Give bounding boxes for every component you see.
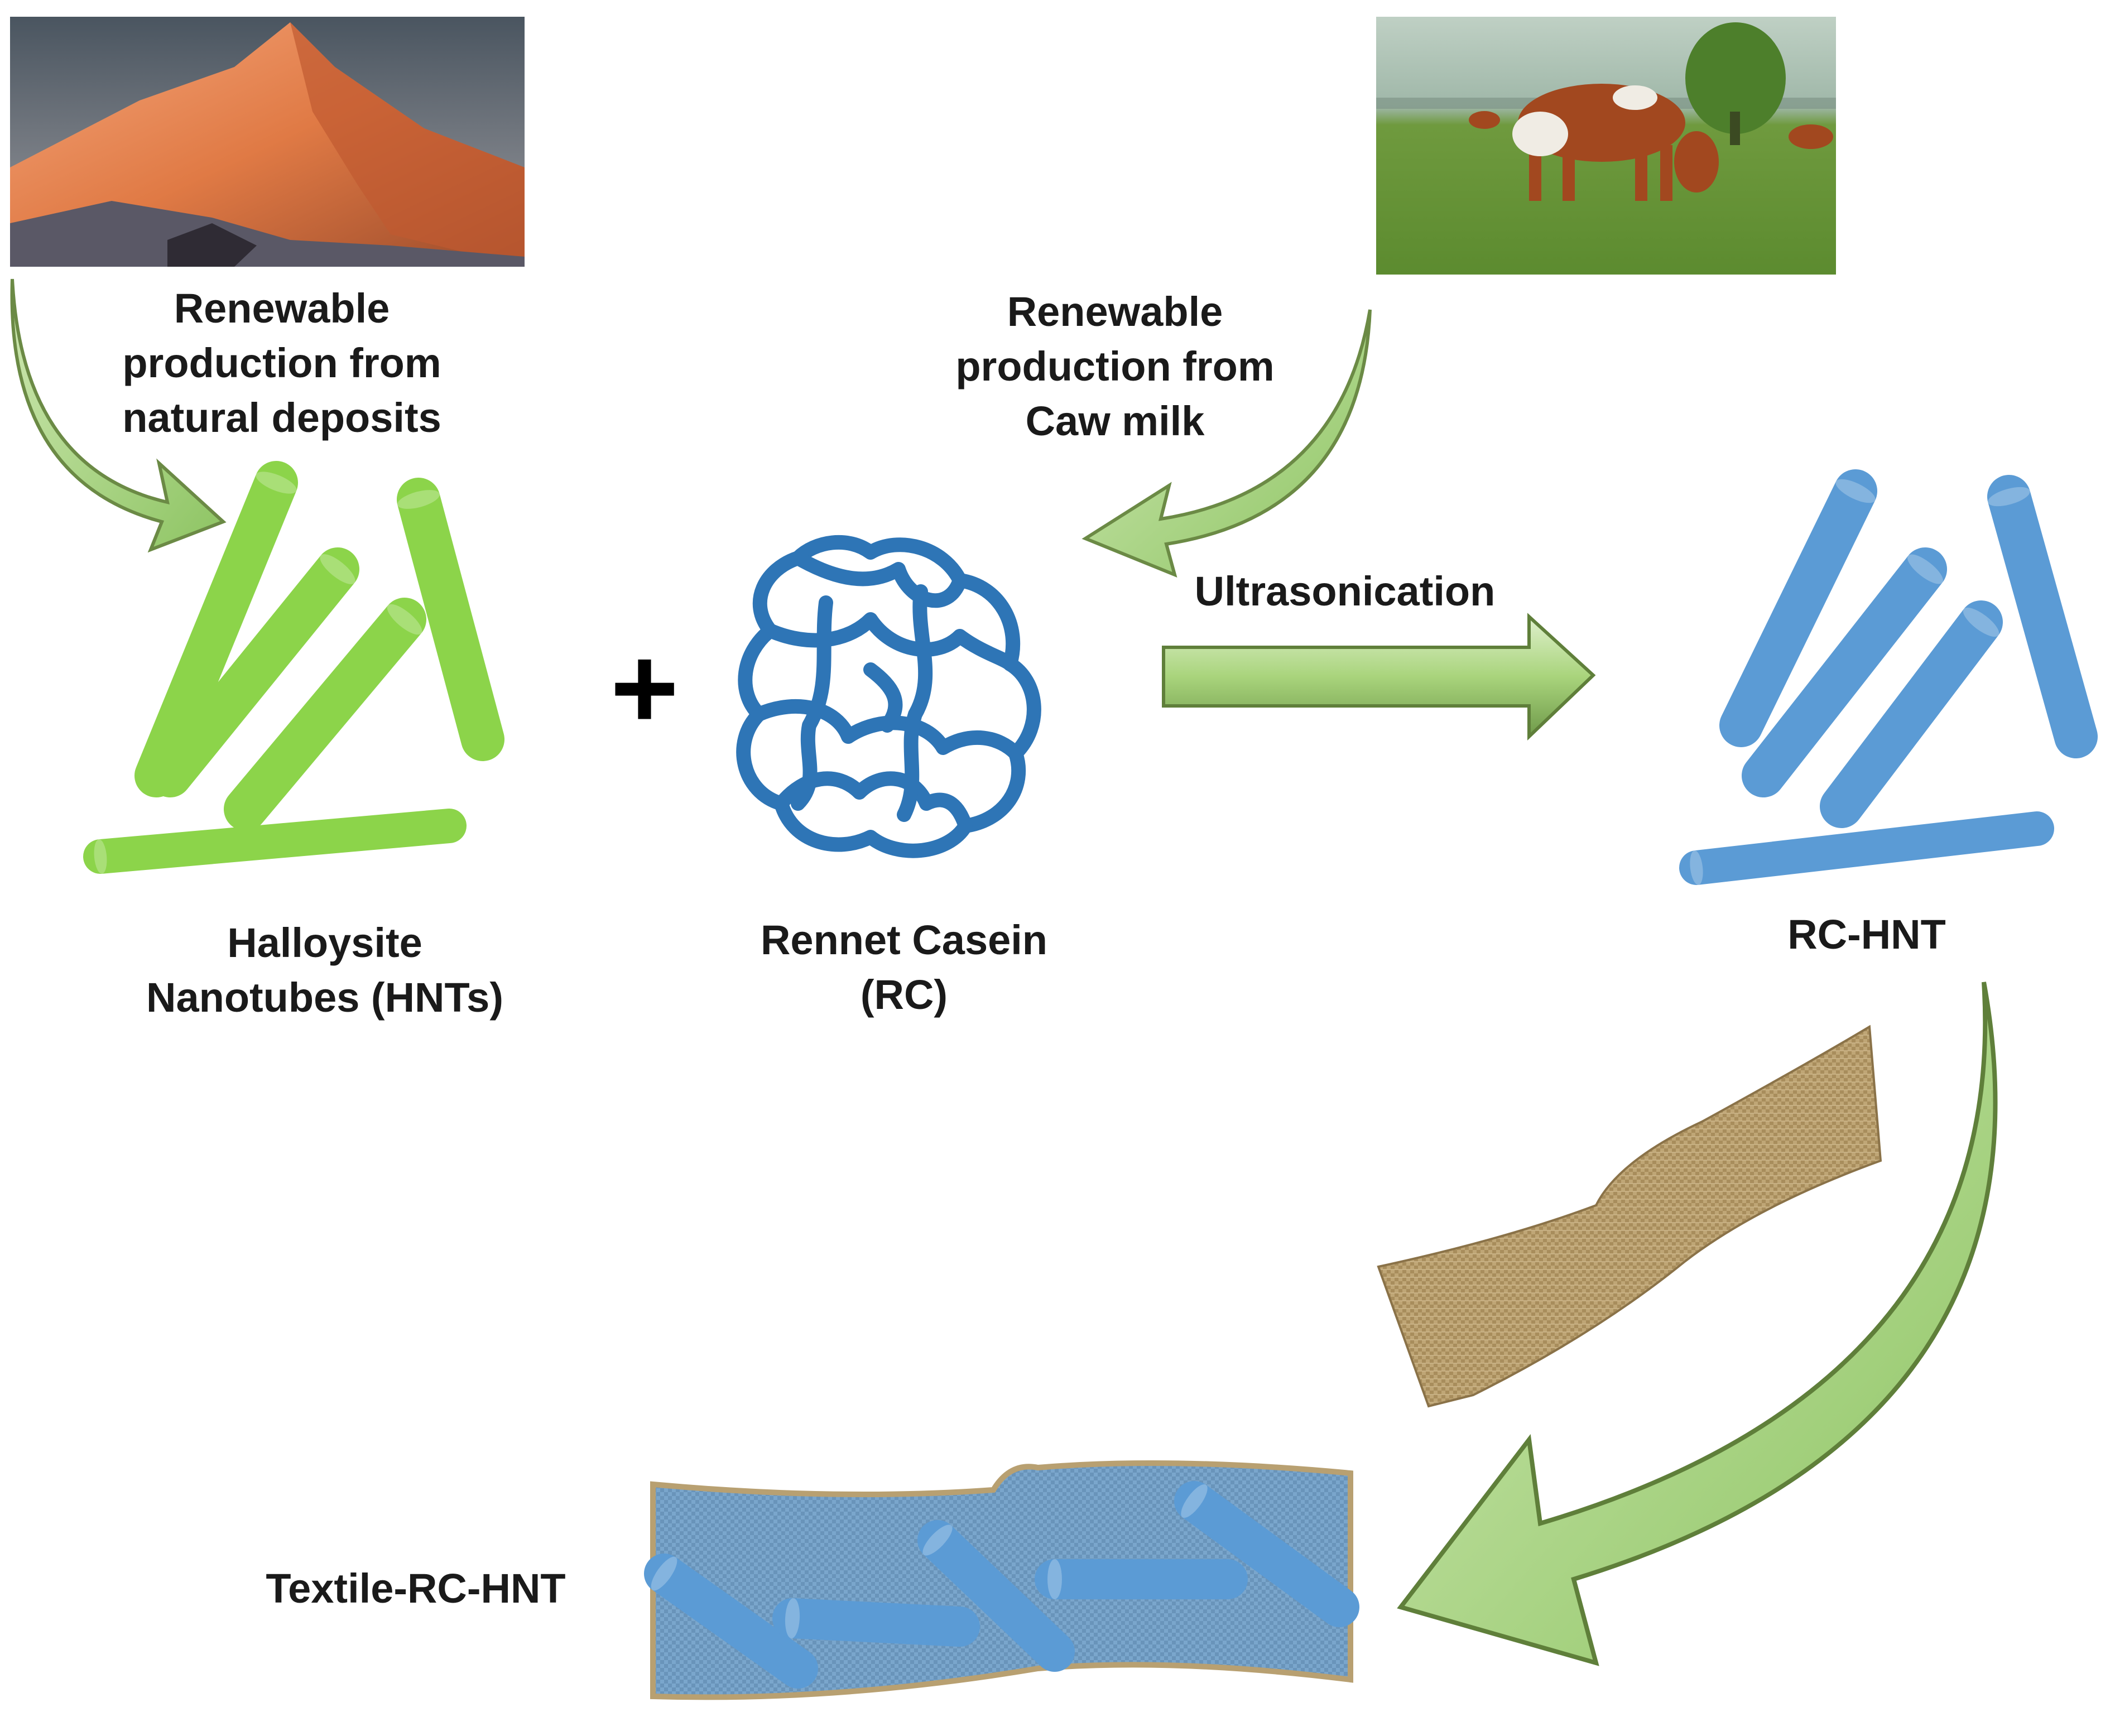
mountain-caption-line-1: Renewable: [174, 285, 390, 331]
hnt-tube-end: [256, 472, 297, 494]
rc-hnt-tube-end: [1988, 487, 2030, 507]
coated-tube-end: [651, 1556, 677, 1591]
rc-hnt-tube: [1679, 811, 2054, 885]
casein-blob-icon: [736, 535, 1041, 858]
rc-hnt-label: RC-HNT: [1787, 911, 1946, 958]
ultrasonication-label: Ultrasonication: [1195, 568, 1496, 614]
hnt-tube: [397, 478, 504, 761]
cow-caption-line-3: Caw milk: [1026, 398, 1205, 444]
rc-hnt-tube: [1742, 547, 1947, 797]
hnt-label-line-2: Nanotubes (HNTs): [146, 974, 503, 1021]
ultrasonication-arrow: [1162, 613, 1596, 741]
hnt-tube-end: [320, 554, 355, 584]
rc-label-line-2: (RC): [861, 972, 948, 1018]
rc-hnt-tube-end: [1907, 554, 1943, 584]
coated-tube-end: [922, 1525, 953, 1556]
hnt-tube: [134, 461, 298, 797]
hnt-tube: [83, 809, 467, 874]
cow-photo: [1376, 17, 1836, 275]
rc-hnt-tube-end: [1835, 479, 1876, 503]
hnt-tube: [148, 547, 359, 797]
hnt-label-line-1: Halloysite: [227, 920, 422, 966]
coated-tube-end: [1181, 1484, 1208, 1518]
hnt-tube-end: [397, 490, 440, 509]
coated-tube-end: [785, 1598, 800, 1638]
plus-sign: +: [611, 622, 679, 753]
coated-tube: [644, 1554, 818, 1689]
hnt-tube-end: [94, 839, 107, 874]
coating-arrow: [1397, 982, 1998, 1666]
rc-hnt-tube: [1987, 475, 2098, 758]
hnt-tube: [224, 598, 426, 831]
coated-tube-end: [1047, 1559, 1062, 1599]
rc-label-line-1: Rennet Casein: [761, 917, 1047, 963]
coated-fabric: [644, 1460, 1359, 1700]
cow-caption-line-2: production from: [955, 343, 1274, 389]
mountain-caption-line-2: production from: [122, 340, 441, 386]
coated-tube: [772, 1598, 980, 1647]
mountain-photo: [10, 17, 525, 267]
rc-hnt-tube-end: [1963, 607, 1999, 637]
textile-rc-hnt-label: Textile-RC-HNT: [266, 1565, 565, 1612]
mountain-caption-line-3: natural deposits: [122, 395, 441, 441]
hnt-tubes: [83, 461, 504, 874]
hnt-tube-end: [387, 604, 422, 635]
rc-hnt-tube: [1719, 469, 1877, 747]
source-arrow-left: [10, 278, 227, 553]
coated-tube: [1174, 1481, 1359, 1627]
rc-hnt-tubes: [1679, 469, 2098, 885]
coated-tube: [917, 1520, 1075, 1672]
rc-hnt-tube-end: [1690, 850, 1703, 885]
source-arrow-right: [1081, 309, 1372, 578]
cow-caption-line-1: Renewable: [1007, 288, 1223, 335]
rc-hnt-tube: [1820, 600, 2003, 828]
fabric-swatch: [1377, 1025, 1882, 1408]
